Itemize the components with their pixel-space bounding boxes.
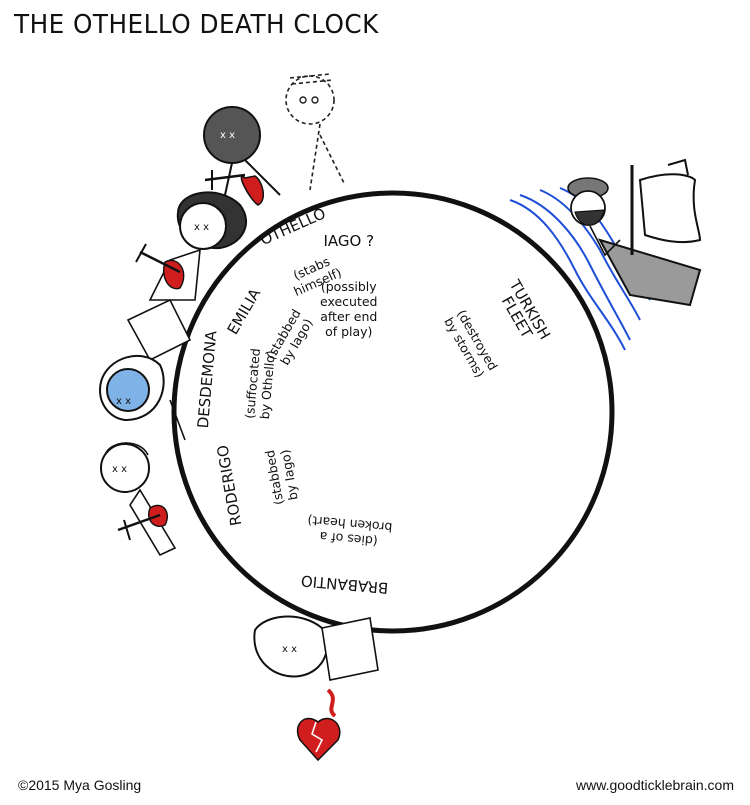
iago-ghost-figure (285, 73, 346, 191)
brabantio-figure: x x (253, 615, 379, 681)
label-brabantio-note: (dies of a broken heart) (306, 512, 393, 550)
label-othello-note: (stabs himself) (290, 253, 344, 300)
roderigo-figure: x x (100, 442, 177, 557)
label-roderigo-name: RODERIGO (213, 443, 246, 528)
website-link[interactable]: www.goodticklebrain.com (576, 777, 734, 793)
copyright-text: ©2015 Mya Gosling (18, 777, 142, 793)
label-iago: IAGO ? (possibly executed after end of p… (320, 204, 378, 354)
emilia-figure: x x (135, 191, 247, 301)
label-brabantio-name: BRABANTIO (300, 571, 390, 598)
label-iago-note: (possibly executed after end of play) (320, 279, 378, 339)
svg-text:x x: x x (112, 464, 127, 475)
page-title: THE OTHELLO DEATH CLOCK (14, 10, 379, 40)
svg-text:x x: x x (194, 222, 209, 233)
svg-text:x x: x x (116, 396, 131, 407)
label-roderigo-note: (stabbed by Iago) (261, 448, 301, 507)
ship-icon (567, 158, 702, 307)
label-desdemona-name: DESDEMONA (193, 330, 221, 430)
desdemona-figure: x x (98, 298, 192, 441)
label-desdemona: DESDEMONA (suffocated by Othello) (166, 328, 294, 436)
othello-figure: x x (203, 106, 281, 206)
label-brabantio: BRABANTIO (dies of a broken heart) (298, 498, 396, 625)
iago-ghost-face (299, 96, 319, 104)
label-desdemona-note: (suffocated by Othello) (241, 347, 278, 420)
label-emilia-name: EMILIA (223, 285, 265, 338)
svg-text:x x: x x (282, 644, 297, 655)
label-turkish-fleet-name: TURKISH FLEET (497, 276, 555, 343)
broken-heart-icon (296, 688, 341, 762)
svg-text:x x: x x (220, 130, 235, 141)
label-iago-name: IAGO ? (323, 232, 375, 250)
label-othello-name: OTHELLO (257, 204, 329, 250)
